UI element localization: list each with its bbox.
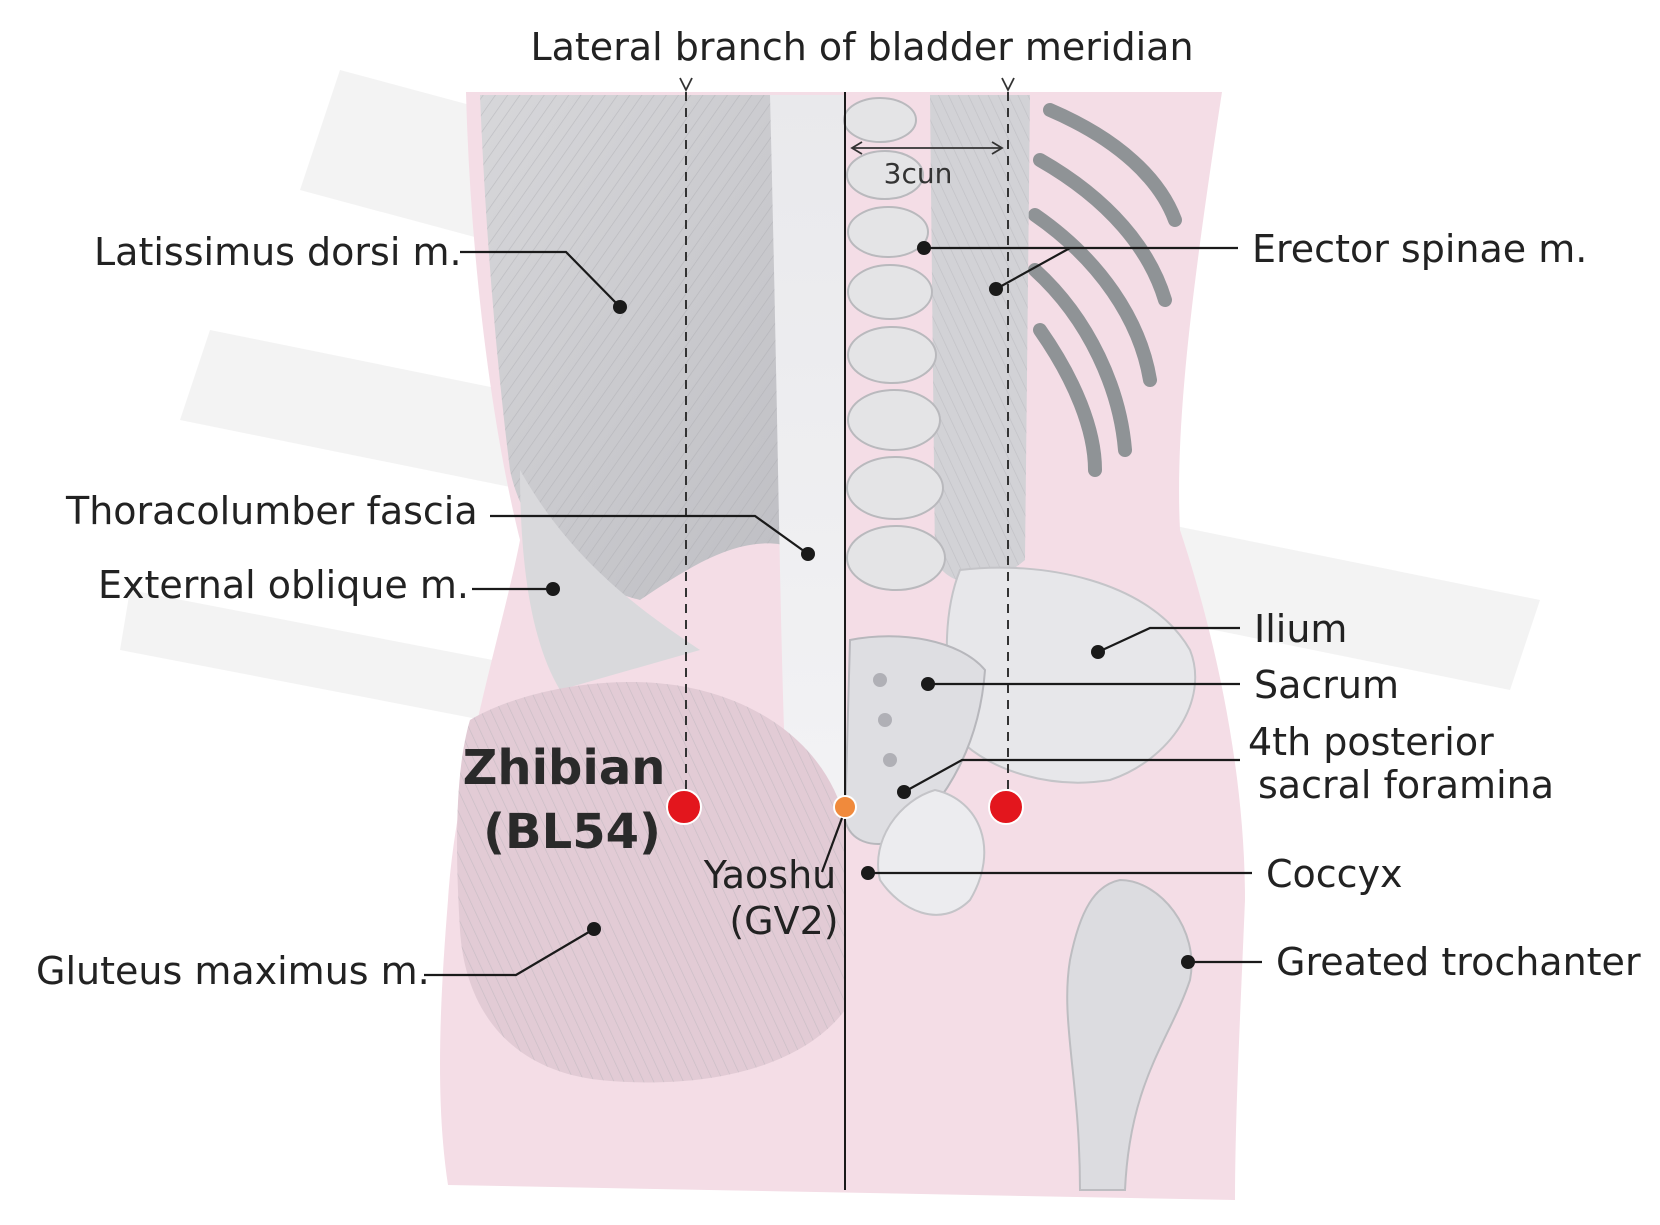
marker-erector-spinae-a [917, 241, 931, 255]
marker-sacrum [921, 677, 935, 691]
arrow-down-icon [679, 77, 693, 93]
label-sacral-foramina-line2: sacral foramina [1258, 763, 1554, 807]
external-oblique-muscle [520, 470, 700, 690]
label-greater-trochanter: Greated trochanter [1276, 940, 1641, 984]
label-gluteus-maximus: Gluteus maximus m. [36, 949, 430, 993]
leader-sacral-foramina [903, 758, 1240, 793]
spine-vertebrae [843, 97, 946, 591]
erector-spinae-muscle [930, 95, 1030, 583]
label-external-oblique: External oblique m. [98, 563, 469, 607]
label-thoracolumbar-fascia: Thoracolumber fascia [65, 489, 478, 533]
yaoshu-marker [833, 795, 857, 819]
leader-gluteus-maximus [424, 928, 595, 977]
rib-cage [1028, 103, 1182, 477]
marker-thoracolumbar-fascia [801, 547, 815, 561]
measure-label: 3cun [884, 157, 953, 190]
thoracolumbar-fascia [770, 95, 845, 860]
label-coccyx: Coccyx [1266, 852, 1403, 896]
marker-latissimus-dorsi [613, 300, 627, 314]
arrow-down-icon [1001, 77, 1015, 93]
sacrum-bone [843, 635, 987, 845]
leader-yaoshu [820, 817, 844, 873]
label-latissimus-dorsi: Latissimus dorsi m. [94, 230, 462, 274]
marker-external-oblique [546, 582, 560, 596]
latissimus-dorsi-muscle [480, 95, 820, 600]
leader-erector-spinae-b [995, 247, 1071, 290]
hip-joint-and-femur [877, 788, 1193, 1191]
acupoint-marker-right [988, 789, 1024, 825]
label-sacral-foramina-line1: 4th posterior [1248, 720, 1494, 764]
gluteus-maximus-muscle [457, 681, 845, 1083]
marker-coccyx [861, 866, 875, 880]
leader-ilium [1097, 626, 1240, 653]
label-ilium: Ilium [1254, 607, 1347, 651]
acupoint-marker-left [666, 789, 702, 825]
leader-latissimus-dorsi [460, 250, 621, 308]
acupoint-name: Zhibian [463, 740, 666, 796]
marker-erector-spinae-b [989, 282, 1003, 296]
measure-3cun: 3cun [850, 141, 1004, 190]
yaoshu-name: Yaoshu [703, 853, 836, 897]
marker-gluteus-maximus [587, 922, 601, 936]
acupoint-code: (BL54) [483, 804, 661, 860]
marker-sacral-foramina [897, 785, 911, 799]
label-sacrum: Sacrum [1254, 663, 1399, 707]
leader-thoracolumbar-fascia [490, 514, 809, 555]
yaoshu-code: (GV2) [729, 899, 838, 943]
label-erector-spinae: Erector spinae m. [1252, 227, 1587, 271]
marker-ilium [1091, 645, 1105, 659]
marker-greater-trochanter [1181, 955, 1195, 969]
top-label: Lateral branch of bladder meridian [530, 25, 1193, 69]
